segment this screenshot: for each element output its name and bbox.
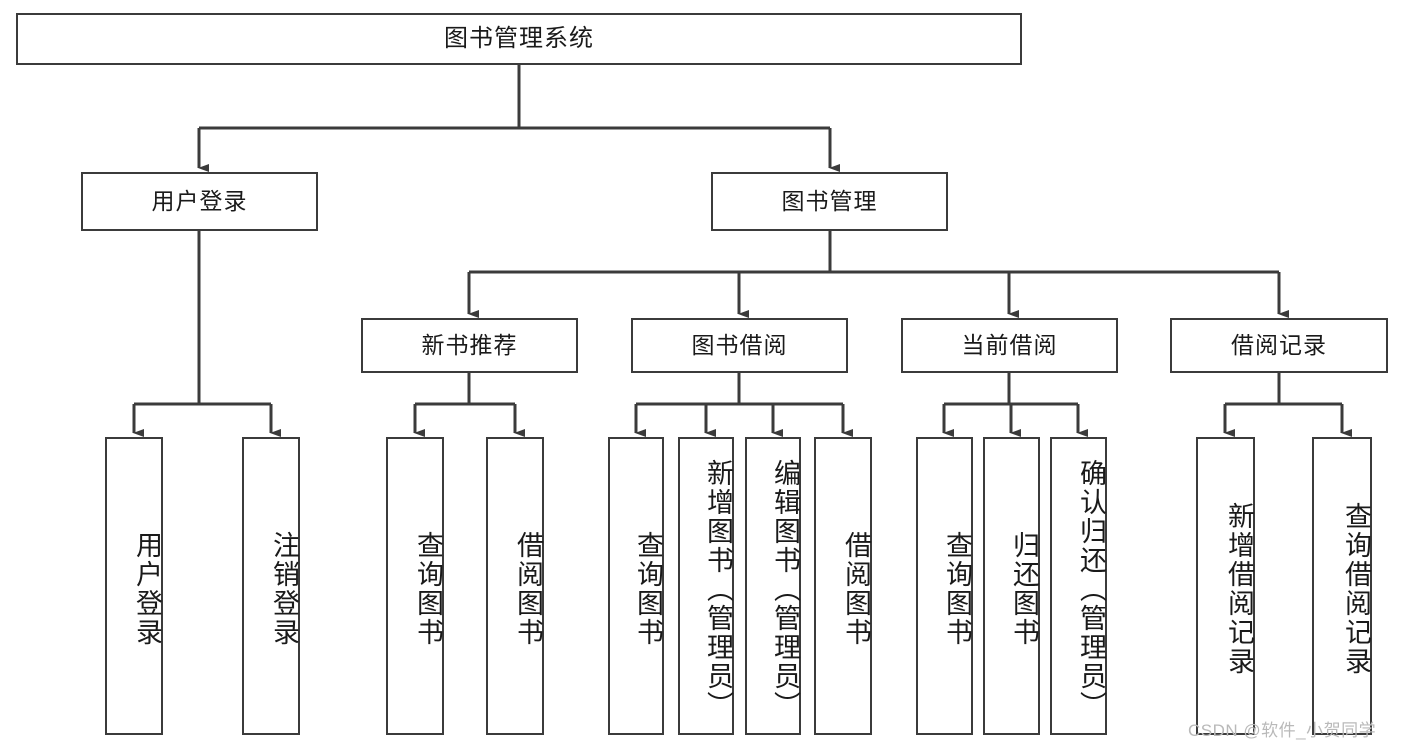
leaf-node-query-book-borrow[interactable]: 查询图书 xyxy=(608,437,664,735)
node-label: 图书管理 xyxy=(781,187,878,214)
leaf-node-borrow-book[interactable]: 借阅图书 xyxy=(814,437,872,735)
leaf-node-confirm-return-admin[interactable]: 确认归还（管理员） xyxy=(1050,437,1107,735)
leaf-node-add-book-admin[interactable]: 新增图书（管理员） xyxy=(678,437,734,735)
node-root-label: 图书管理系统 xyxy=(444,24,594,52)
node-label: 新增图书（管理员） xyxy=(703,458,733,720)
leaf-node-borrow-book-recommend[interactable]: 借阅图书 xyxy=(486,437,544,735)
node-book-borrow[interactable]: 图书借阅 xyxy=(631,318,848,373)
node-label: 当前借阅 xyxy=(961,331,1058,358)
node-label: 用户登录 xyxy=(132,531,162,647)
node-borrow-record[interactable]: 借阅记录 xyxy=(1170,318,1388,373)
leaf-node-logout-login[interactable]: 注销登录 xyxy=(242,437,300,735)
node-label: 注销登录 xyxy=(269,531,299,647)
leaf-node-query-borrow-record[interactable]: 查询借阅记录 xyxy=(1312,437,1372,735)
leaf-node-query-book-current[interactable]: 查询图书 xyxy=(916,437,973,735)
leaf-node-query-book-recommend[interactable]: 查询图书 xyxy=(386,437,444,735)
node-label: 借阅图书 xyxy=(513,531,543,647)
csdn-watermark: CSDN @软件_小贺同学 xyxy=(1188,721,1377,740)
node-label: 确认归还（管理员） xyxy=(1076,458,1106,720)
node-label: 查询图书 xyxy=(942,531,972,647)
node-user-login[interactable]: 用户登录 xyxy=(81,172,318,231)
leaf-node-user-login[interactable]: 用户登录 xyxy=(105,437,163,735)
node-label: 借阅图书 xyxy=(841,531,871,647)
node-label: 图书借阅 xyxy=(691,331,788,358)
leaf-node-edit-book-admin[interactable]: 编辑图书（管理员） xyxy=(745,437,801,735)
node-new-book-recommend[interactable]: 新书推荐 xyxy=(361,318,578,373)
node-book-management[interactable]: 图书管理 xyxy=(711,172,948,231)
node-root-system[interactable]: 图书管理系统 xyxy=(16,13,1022,65)
node-label: 新增借阅记录 xyxy=(1224,502,1254,676)
node-label: 借阅记录 xyxy=(1231,331,1327,358)
leaf-node-return-book[interactable]: 归还图书 xyxy=(983,437,1040,735)
node-label: 查询图书 xyxy=(413,531,443,647)
node-label: 新书推荐 xyxy=(421,331,518,358)
leaf-node-add-borrow-record[interactable]: 新增借阅记录 xyxy=(1196,437,1255,735)
node-label: 查询图书 xyxy=(633,531,663,647)
node-label: 归还图书 xyxy=(1009,531,1039,647)
node-current-borrow[interactable]: 当前借阅 xyxy=(901,318,1118,373)
node-label: 编辑图书（管理员） xyxy=(770,458,800,720)
node-label: 查询借阅记录 xyxy=(1341,502,1371,676)
node-label: 用户登录 xyxy=(151,187,248,214)
